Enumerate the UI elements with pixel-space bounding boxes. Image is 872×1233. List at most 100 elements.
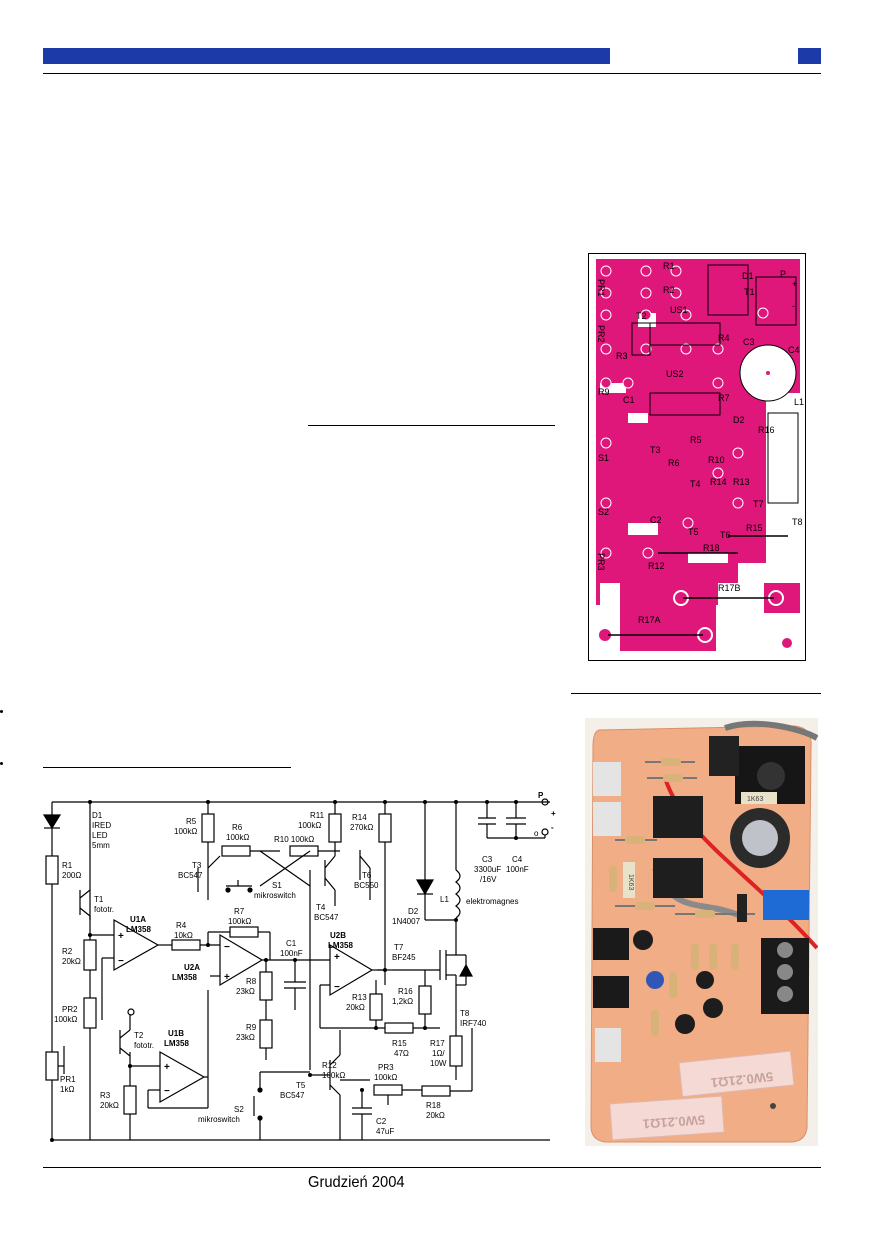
pcb-label-r12: R12 [648, 561, 665, 571]
pcb-label-r2: R2 [663, 285, 675, 295]
schem-p: P [538, 791, 544, 800]
pcb-label-t2: T2 [636, 311, 647, 321]
schem-t3-0: T3 [192, 861, 202, 870]
schem-t7-1: BF245 [392, 953, 416, 962]
photo-power-resistor-2: 5W0.21Ω1 [642, 1112, 705, 1131]
schem-l1: L1 [440, 895, 449, 904]
schem-r18-1: 20kΩ [426, 1111, 445, 1120]
schem-r5-1: 100kΩ [174, 827, 197, 836]
pcb-label-t8: T8 [792, 517, 803, 527]
pcb-label-t1: T1 [744, 287, 755, 297]
pcb-label-r16: R16 [758, 425, 775, 435]
pcb-label-r18: R18 [703, 543, 720, 553]
schem-u2b-1: LM358 [328, 941, 353, 950]
schem-u2a-1: LM358 [172, 973, 197, 982]
schem-o: o [534, 829, 539, 838]
schematic: +− −+ +− +− P + - o D1 IRED LED 5mm R1 2… [42, 791, 556, 1142]
schem-r8-0: R8 [246, 977, 257, 986]
schem-r7-1: 100kΩ [228, 917, 251, 926]
schem-u1a-1: LM358 [126, 925, 151, 934]
schem-c1-1: 100nF [280, 949, 303, 958]
schem-t2-0: T2 [134, 1031, 144, 1040]
schem-t6-1: BC550 [354, 881, 379, 890]
schem-t5-1: BC547 [280, 1091, 305, 1100]
schem-r6-0: R6 [232, 823, 243, 832]
schem-t1-0: T1 [94, 895, 104, 904]
schem-t6-0: T6 [362, 871, 372, 880]
svg-text:−: − [118, 956, 124, 967]
pcb-label-r7: R7 [718, 393, 730, 403]
schem-c2-0: C2 [376, 1117, 387, 1126]
schem-r13-1: 20kΩ [346, 1003, 365, 1012]
schem-t4-1: BC547 [314, 913, 339, 922]
schem-r10: R10 100kΩ [274, 835, 314, 844]
pcb-label-pr1: PR1 [596, 279, 606, 297]
schem-pr3-0: PR3 [378, 1063, 394, 1072]
schem-c3-2: /16V [480, 875, 497, 884]
schem-pr1-0: PR1 [60, 1075, 76, 1084]
pcb-label-c3: C3 [743, 337, 755, 347]
pcb-label-r10: R10 [708, 455, 725, 465]
footer-rule [43, 1167, 821, 1168]
schem-r16-0: R16 [398, 987, 413, 996]
pcb-label-plus: + [792, 279, 797, 289]
schem-u1a-0: U1A [130, 915, 146, 924]
schem-c1-0: C1 [286, 939, 297, 948]
schem-d1-0: D1 [92, 811, 103, 820]
pcb-label-pr2: PR2 [596, 325, 606, 343]
schem-s1-1: mikroswitch [254, 891, 296, 900]
schem-t5-0: T5 [296, 1081, 306, 1090]
pcb-label-pr3: PR3 [596, 553, 606, 571]
schem-r9-0: R9 [246, 1023, 257, 1032]
svg-text:−: − [164, 1086, 170, 1097]
footer-date: Grudzień 2004 [308, 1174, 405, 1191]
schem-r13-0: R13 [352, 993, 367, 1002]
schem-r11-1: 100kΩ [298, 821, 321, 830]
pcb-label-r6: R6 [668, 458, 680, 468]
pcb-label-s2: S2 [598, 507, 609, 517]
pcb-label-l1: L1 [794, 397, 804, 407]
schem-pr3-1: 100kΩ [374, 1073, 397, 1082]
schem-r18-0: R18 [426, 1101, 441, 1110]
svg-text:+: + [334, 952, 340, 963]
schem-t4-0: T4 [316, 903, 326, 912]
pcb-label-t4: T4 [690, 479, 701, 489]
margin-dot [0, 762, 3, 765]
schem-r12-1: 100kΩ [322, 1071, 345, 1080]
schem-d1-1: IRED [92, 821, 111, 830]
schem-minus: - [551, 823, 554, 832]
schem-s2-1: mikroswitch [198, 1115, 240, 1124]
header-rule [43, 73, 821, 74]
header-bar [43, 48, 610, 64]
board-photo: 1K63 1K63 5W0.21Ω1 5W0.21Ω1 [585, 718, 818, 1146]
photo-cap-label-1: 1K63 [747, 796, 763, 803]
schem-pr1-1: 1kΩ [60, 1085, 74, 1094]
schem-r17-2: 10W [430, 1059, 447, 1068]
schem-t8-1: IRF740 [460, 1019, 487, 1028]
svg-text:+: + [164, 1062, 170, 1073]
pcb-label-r14: R14 [710, 477, 727, 487]
schem-r1-0: R1 [62, 861, 73, 870]
pcb-label-r15: R15 [746, 523, 763, 533]
schem-r7-0: R7 [234, 907, 245, 916]
schem-l1-desc: elektromagnes [466, 897, 518, 906]
svg-text:−: − [224, 942, 230, 953]
schem-u2a-0: U2A [184, 963, 200, 972]
pcb-label-us2: US2 [666, 369, 684, 379]
schem-t1-1: fototr. [94, 905, 114, 914]
pcb-label-t3: T3 [650, 445, 661, 455]
schem-r2-0: R2 [62, 947, 73, 956]
pcb-label-p: P [780, 269, 786, 279]
schem-r15-0: R15 [392, 1039, 407, 1048]
photo-cap-label-2: 1K63 [627, 874, 634, 890]
svg-text:+: + [118, 931, 124, 942]
schem-r1-1: 200Ω [62, 871, 81, 880]
pcb-label-minus: - [792, 301, 795, 311]
header-page-tab [798, 48, 821, 64]
schem-pr2-1: 100kΩ [54, 1015, 77, 1024]
pcb-label-r4: R4 [718, 333, 730, 343]
schem-r9-1: 23kΩ [236, 1033, 255, 1042]
schem-r3-0: R3 [100, 1091, 111, 1100]
pcb-label-c1: C1 [623, 395, 635, 405]
schem-r15-1: 47Ω [394, 1049, 409, 1058]
